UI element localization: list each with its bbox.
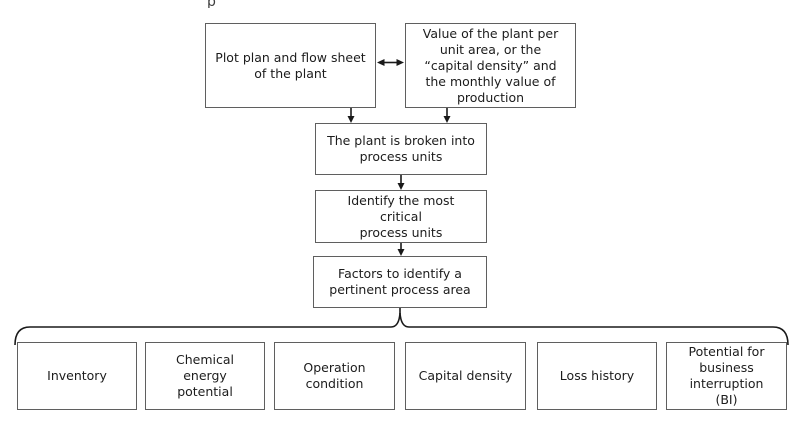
box-identify-critical-label: Identify the most critical process units [347, 192, 455, 240]
arrow-value-to-broken [443, 108, 451, 123]
box-factor-inventory: Inventory [17, 342, 137, 410]
clipped-caption-fragment: p [207, 0, 216, 8]
brace-connector [14, 308, 789, 346]
box-plot-plan-label: Plot plan and flow sheet of the plant [215, 49, 366, 81]
arrow-identify-to-factors [397, 243, 405, 256]
box-factor-inventory-label: Inventory [47, 368, 107, 383]
box-factor-business-interruption-label: Potential for business interruption (BI) [688, 344, 765, 407]
box-factor-operation-condition-label: Operation condition [303, 360, 366, 391]
box-plant-broken: The plant is broken into process units [315, 123, 487, 175]
bidirectional-arrow [377, 59, 404, 66]
box-factor-capital-density: Capital density [405, 342, 526, 410]
box-factor-loss-history-label: Loss history [559, 368, 635, 383]
box-factor-chemical-energy: Chemical energy potential [145, 342, 265, 410]
box-plant-value-label: Value of the plant per unit area, or the… [422, 25, 559, 105]
arrow-plot-to-broken [347, 108, 355, 123]
box-factor-operation-condition: Operation condition [274, 342, 395, 410]
box-factor-chemical-energy-label: Chemical energy potential [176, 352, 234, 399]
box-plant-value: Value of the plant per unit area, or the… [405, 23, 576, 108]
arrow-broken-to-identify [397, 175, 405, 190]
box-factor-capital-density-label: Capital density [418, 368, 513, 383]
box-factors-label: Factors to identify a pertinent process … [329, 266, 471, 297]
box-factor-business-interruption: Potential for business interruption (BI) [666, 342, 787, 410]
box-factors: Factors to identify a pertinent process … [313, 256, 487, 308]
box-plot-plan: Plot plan and flow sheet of the plant [205, 23, 376, 108]
box-plant-broken-label: The plant is broken into process units [327, 133, 475, 164]
box-factor-loss-history: Loss history [537, 342, 657, 410]
box-identify-critical: Identify the most critical process units [315, 190, 487, 243]
